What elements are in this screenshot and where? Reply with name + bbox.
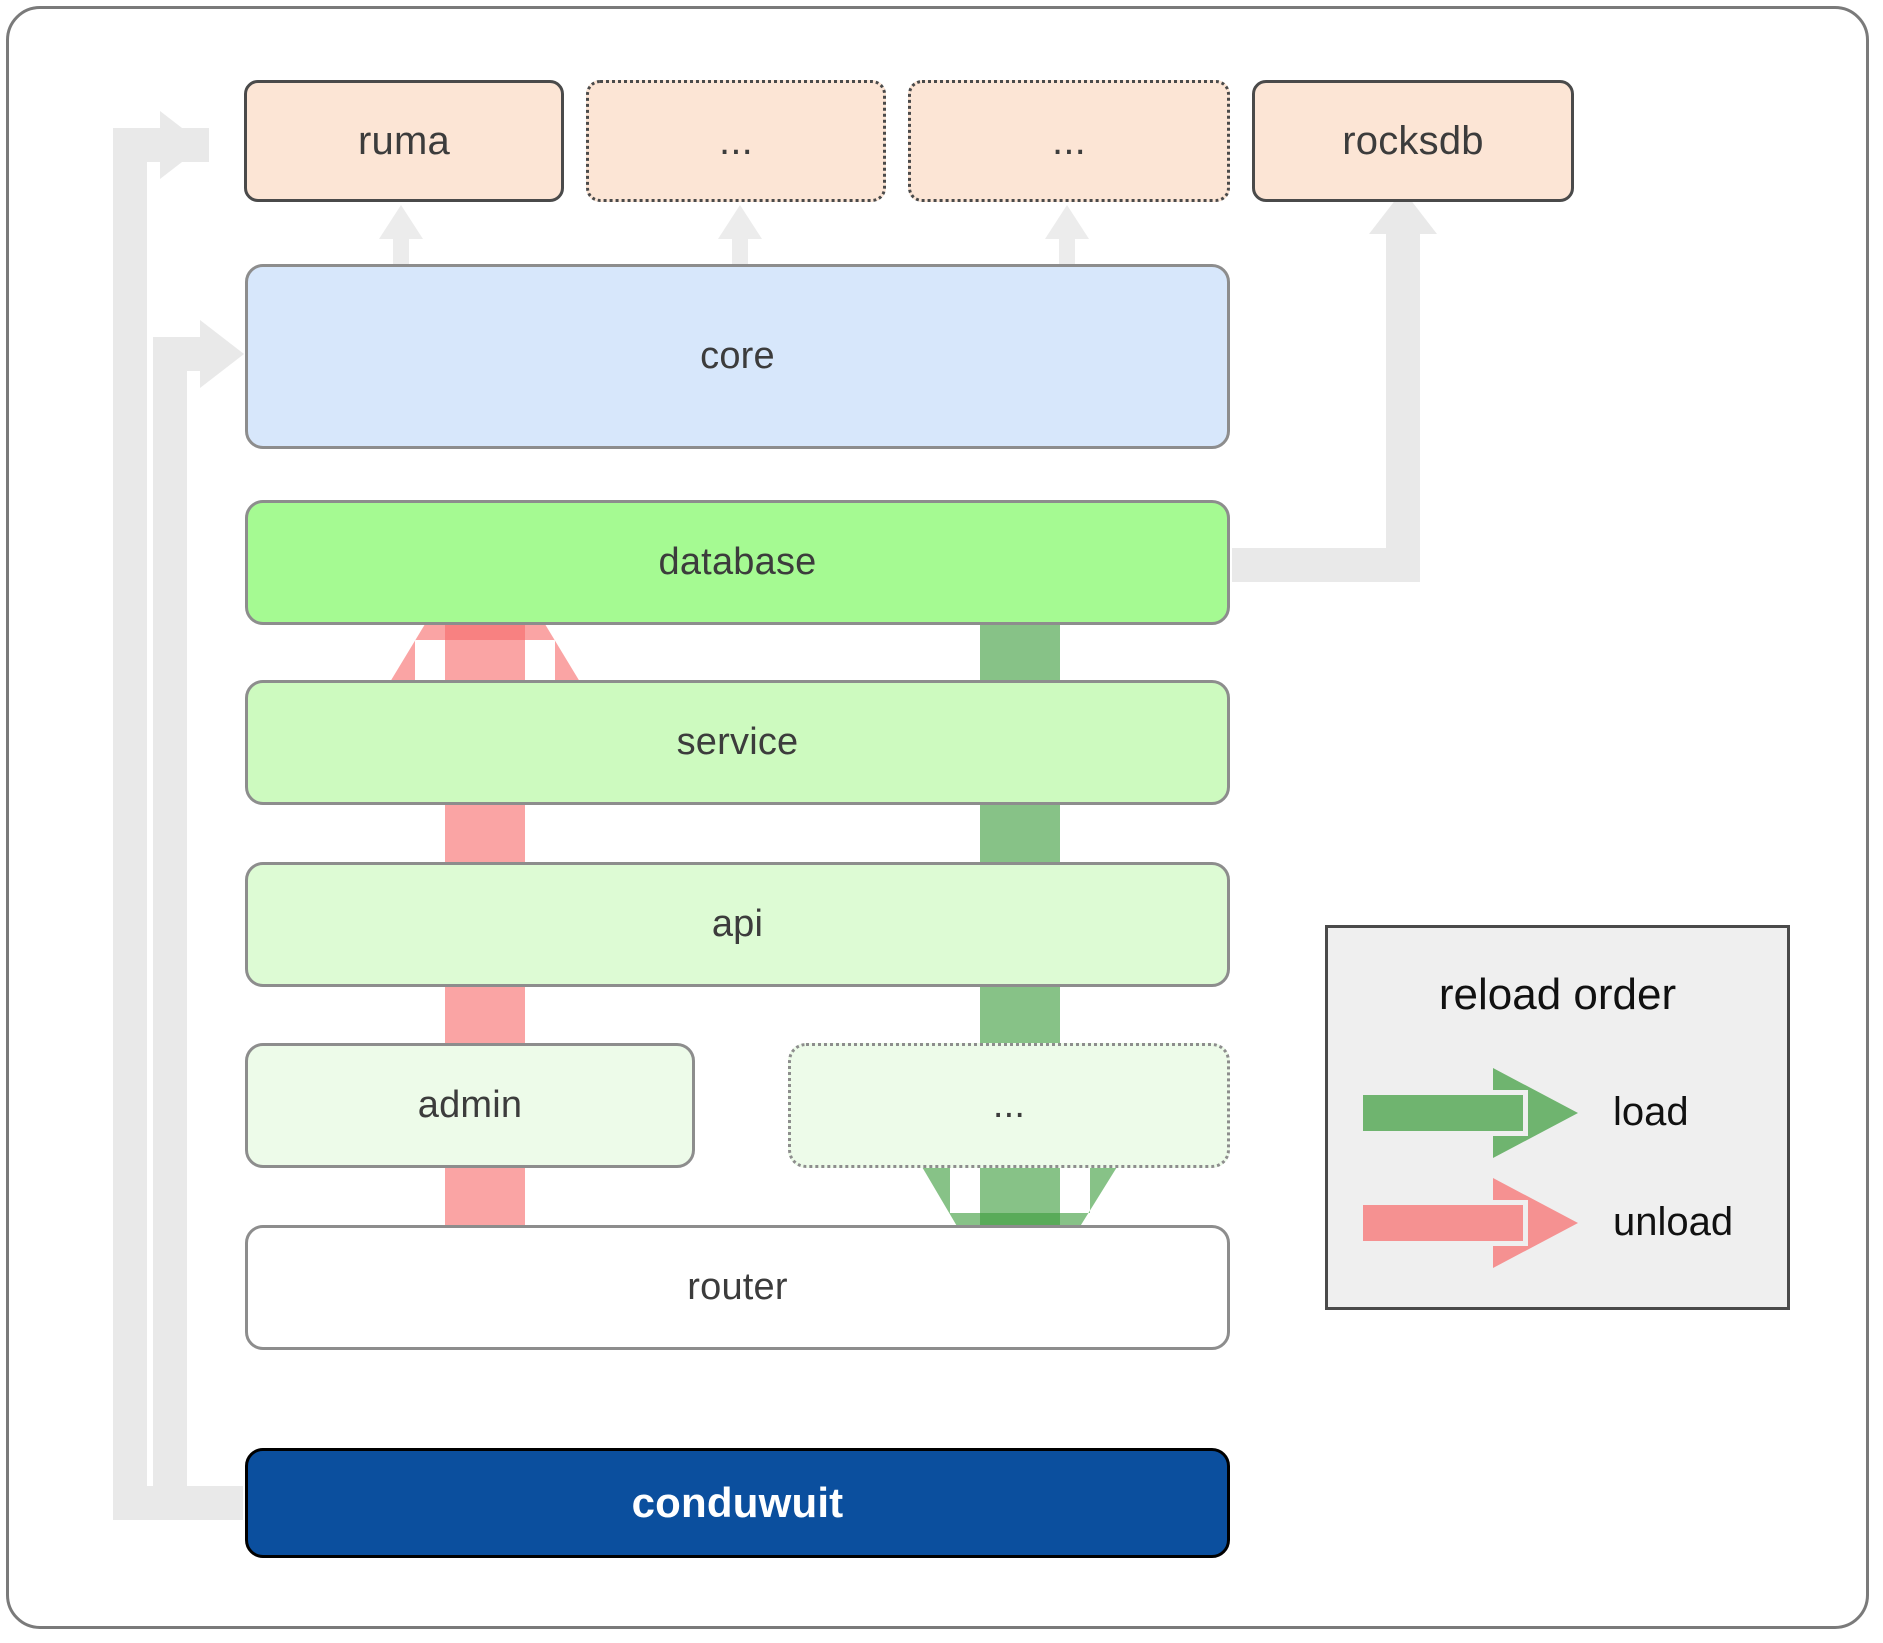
layer-box-router[interactable]: router: [245, 1225, 1230, 1350]
layer-label-layer-ellipsis: ...: [992, 1084, 1026, 1126]
connector-arrow-to-core: [200, 320, 244, 388]
core-label: core: [700, 335, 775, 377]
stub-shaft-dep3: [1059, 232, 1075, 274]
layer-box-api[interactable]: api: [245, 862, 1230, 987]
layer-label-database: database: [658, 541, 817, 583]
legend-title: reload order: [1438, 970, 1677, 1019]
connector-conduwuit-to-ruma-vertical: [113, 128, 147, 1520]
stub-arrow-ruma: [379, 205, 423, 239]
dependency-box-dep-2[interactable]: ...: [586, 80, 886, 202]
connector-database-to-rocksdb-vertical: [1386, 232, 1420, 582]
layer-box-service[interactable]: service: [245, 680, 1230, 805]
dependency-label-ruma: ruma: [358, 118, 450, 163]
dependency-box-dep-3[interactable]: ...: [908, 80, 1230, 202]
legend-load-label: load: [1613, 1090, 1689, 1134]
stub-arrow-dep3: [1045, 205, 1089, 239]
stub-arrow-dep2: [718, 205, 762, 239]
dependency-label-dep-3: ...: [1052, 118, 1086, 163]
legend-unload-arrow-icon: [1363, 1178, 1578, 1268]
layer-label-admin: admin: [417, 1084, 523, 1126]
legend-unload-label: unload: [1613, 1200, 1734, 1244]
dependency-label-dep-2: ...: [719, 118, 753, 163]
dependency-box-rocksdb[interactable]: rocksdb: [1252, 80, 1574, 202]
app-label-conduwuit: conduwuit: [631, 1479, 844, 1526]
layer-label-router: router: [687, 1266, 788, 1308]
layer-box-database[interactable]: database: [245, 500, 1230, 625]
layer-label-api: api: [711, 903, 764, 945]
legend-load-arrow-icon: [1363, 1068, 1578, 1158]
connector-database-to-rocksdb-horizontal: [1232, 548, 1402, 582]
connector-arrow-to-ruma: [160, 111, 204, 179]
connector-conduwuit-to-core-vertical: [153, 337, 187, 1520]
core-box[interactable]: core: [245, 264, 1230, 449]
legend-panel: reload order load unload: [1325, 925, 1790, 1310]
layer-box-layer-ellipsis[interactable]: ...: [788, 1043, 1230, 1168]
dependency-label-rocksdb: rocksdb: [1342, 118, 1484, 163]
layer-label-service: service: [676, 721, 799, 763]
diagram-frame: [6, 6, 1869, 1629]
app-box-conduwuit[interactable]: conduwuit: [245, 1448, 1230, 1558]
stub-shaft-dep2: [732, 232, 748, 274]
layer-box-admin[interactable]: admin: [245, 1043, 695, 1168]
stub-shaft-ruma: [393, 232, 409, 274]
dependency-box-ruma[interactable]: ruma: [244, 80, 564, 202]
